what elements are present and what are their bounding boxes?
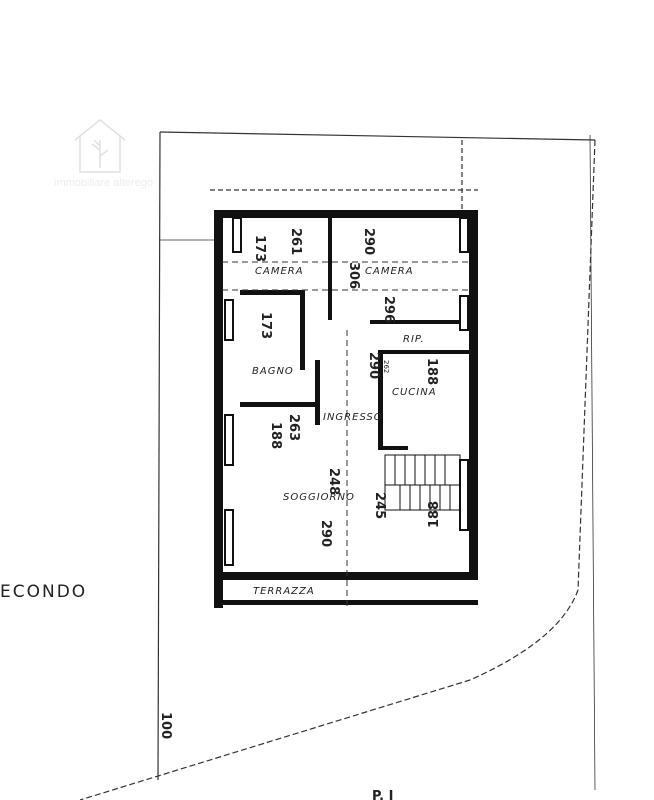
dim-rip: 296 xyxy=(381,296,396,323)
room-label-terrazza: TERRAZZA xyxy=(253,586,315,597)
dim-camera-2-a: 290 xyxy=(361,228,376,255)
dim-soggiorno-e: 290 xyxy=(318,520,333,547)
dim-camera-1-b: 261 xyxy=(288,228,303,255)
side-label: 100 xyxy=(158,712,173,739)
room-label-camera-2: CAMERA xyxy=(365,266,414,277)
room-label-ingresso: INGRESSO xyxy=(323,412,383,423)
house-plant-icon xyxy=(74,119,126,173)
logo: immobiliare alterego xyxy=(54,119,153,189)
room-label-ripostiglio: RIP. xyxy=(403,334,425,345)
dim-cucina-b: 188 xyxy=(424,358,439,385)
room-label-camera-1: CAMERA xyxy=(255,266,304,277)
windows xyxy=(224,217,469,566)
room-label-soggiorno: SOGGIORNO xyxy=(283,492,355,503)
dim-ingresso: 290 xyxy=(366,352,381,379)
dim-camera-2-b: 306 xyxy=(346,262,361,289)
dim-camera-1-a: 173 xyxy=(252,235,267,262)
dim-soggiorno-c: 248 xyxy=(326,468,341,495)
floor-label: ECONDO xyxy=(0,582,87,602)
dim-bagno: 173 xyxy=(258,312,273,339)
room-label-bagno: BAGNO xyxy=(252,366,294,377)
walls xyxy=(214,210,478,608)
dim-soggiorno-b: 188 xyxy=(268,422,283,449)
bottom-label: P. I xyxy=(372,789,393,800)
dim-cucina-a: 262 xyxy=(382,360,390,373)
dim-soggiorno-a: 263 xyxy=(286,414,301,441)
room-label-cucina: CUCINA xyxy=(392,387,437,398)
logo-brand: immobiliare alterego xyxy=(54,177,153,189)
dim-soggiorno-f: 188 xyxy=(427,501,442,528)
balcony-lines xyxy=(222,261,470,608)
staircase xyxy=(384,454,461,511)
dim-soggiorno-d: 245 xyxy=(372,492,387,519)
lot-boundary xyxy=(79,131,596,800)
